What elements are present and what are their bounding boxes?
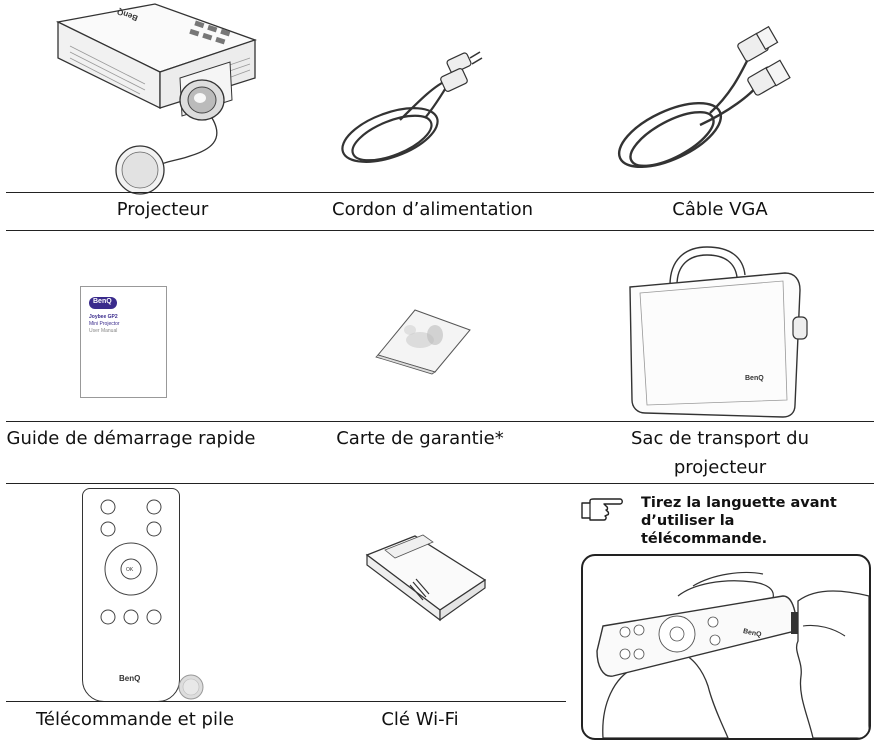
caption-wifi-dongle: Clé Wi-Fi — [381, 709, 459, 730]
power-cord-image — [341, 51, 483, 163]
caption-quick-start-guide: Guide de démarrage rapide — [6, 428, 256, 449]
projector-image: BenQ — [55, 3, 257, 195]
caption-remote: Télécommande et pile — [35, 709, 235, 730]
bag-brand: BenQ — [745, 375, 764, 382]
battery-image — [178, 674, 204, 700]
booklet-brand: BenQ — [93, 298, 112, 305]
warranty-card-image — [375, 309, 471, 375]
booklet-logo — [89, 297, 117, 309]
carry-bag-image: BenQ — [629, 246, 808, 418]
caption-vga-cable: Câble VGA — [672, 199, 768, 220]
note-line1: Tirez la languette avant — [641, 495, 837, 511]
row1-top-rule — [6, 192, 874, 193]
remote-ok-label: OK — [126, 567, 134, 573]
booklet-line1: Joybee GP2 — [89, 314, 118, 320]
remote-brand: BenQ — [119, 674, 140, 683]
remote-image: OK BenQ — [82, 488, 180, 702]
booklet-line3: User Manual — [89, 328, 118, 334]
caption-projector: Projecteur — [116, 199, 209, 220]
caption-carry-bag-2: projecteur — [673, 457, 767, 478]
caption-warranty-card: Carte de garantie* — [336, 428, 504, 449]
quick-start-guide-image: BenQ Joybee GP2 Mini Projector User Manu… — [80, 286, 167, 398]
row3-bottom-rule — [6, 701, 566, 702]
caption-power-cord: Cordon d’alimentation — [332, 199, 533, 220]
remote-tab-illustration: BenQ — [596, 571, 869, 738]
photo-remote-brand: BenQ — [742, 628, 762, 639]
note-line3: télécommande. — [641, 531, 768, 547]
row1-bottom-rule — [6, 230, 874, 231]
wifi-dongle-image — [365, 534, 487, 622]
remote-tab-photo: BenQ — [581, 554, 871, 740]
remote-buttons: OK BenQ — [100, 499, 162, 683]
pointing-hand-icon — [581, 498, 623, 521]
vga-cable-image — [617, 25, 791, 169]
caption-carry-bag-1: Sac de transport du — [630, 428, 810, 449]
booklet-line2: Mini Projector — [89, 321, 120, 327]
note-line2: d’utiliser la — [641, 513, 735, 529]
row2-top-rule — [6, 421, 874, 422]
row2-bottom-rule — [6, 483, 874, 484]
